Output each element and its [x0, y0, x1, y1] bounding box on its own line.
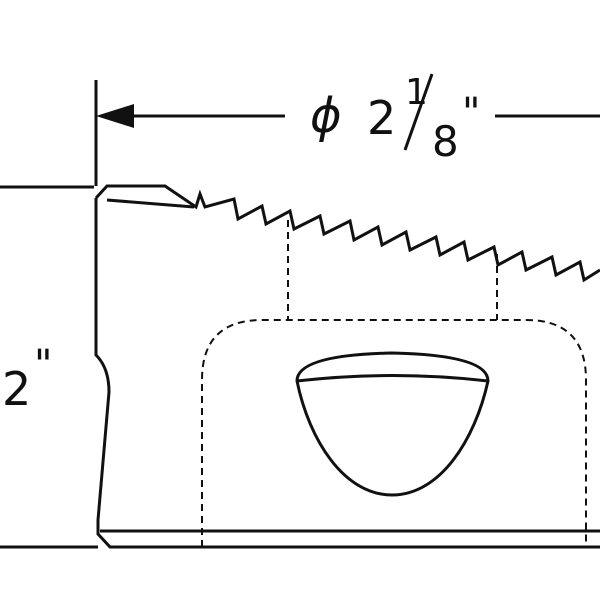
cone-outline: [295, 351, 490, 497]
width-denominator: 8: [432, 117, 459, 166]
width-unit: ": [462, 90, 480, 136]
height-label: 2 ": [2, 342, 52, 416]
hidden-lines: [201, 220, 587, 547]
hidden-pocket: [201, 319, 587, 547]
left-wall: [94, 198, 600, 549]
part-body: [94, 184, 600, 283]
arrowhead-left-icon: [96, 104, 134, 128]
height-unit: ": [34, 342, 52, 388]
crest-inner-line: [106, 198, 195, 209]
height-value: 2: [2, 362, 31, 416]
height-dimension: [0, 185, 98, 549]
part-outline: [94, 184, 600, 549]
width-whole: 2: [367, 91, 396, 145]
diameter-symbol: ϕ: [310, 88, 342, 144]
width-dimension: [94, 80, 600, 186]
fraction-slash: [403, 73, 434, 151]
width-label: ϕ 2 1 8 ": [310, 72, 480, 166]
cone-cavity: [295, 351, 490, 497]
cone-rim-line: [296, 374, 489, 383]
